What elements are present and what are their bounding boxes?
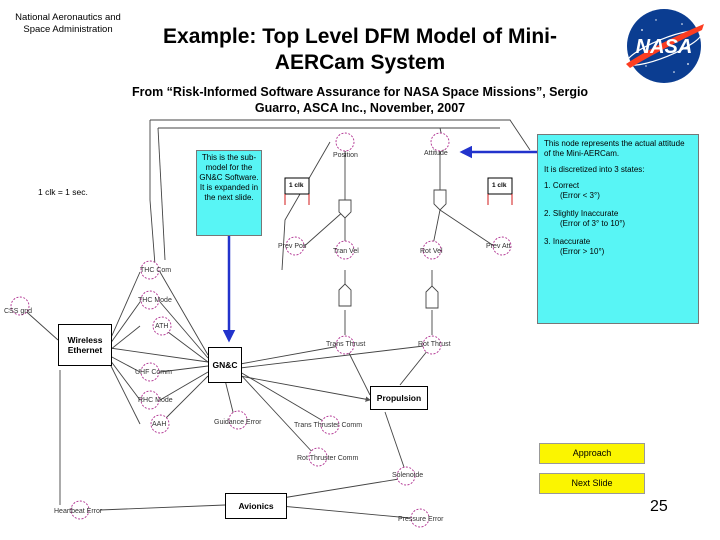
state-3: 3. Inaccurate (Error > 10°) xyxy=(544,237,692,257)
node-ath[interactable]: ATH xyxy=(155,323,169,330)
clk-tag-attitude: 1 clk xyxy=(492,182,507,189)
node-solenoid[interactable]: Solenoide xyxy=(392,472,424,479)
slide-subtitle: From “Risk-Informed Software Assurance f… xyxy=(80,84,640,116)
gnc-box[interactable]: GN&C xyxy=(208,347,242,383)
agency-name: National Aeronautics and Space Administr… xyxy=(4,12,132,36)
node-prev-pos[interactable]: Prev Pos xyxy=(278,243,307,250)
node-trans-thruster-comm[interactable]: Trans Thruster Comm xyxy=(294,422,363,429)
node-attitude[interactable]: Attitude xyxy=(424,150,448,157)
nasa-logo-text: NASA xyxy=(636,36,693,58)
node-heartbeat-error[interactable]: Heartbeat Error xyxy=(54,508,103,515)
node-rot-vel[interactable]: Rot Vel xyxy=(420,248,443,255)
gnc-submodel-note: This is the sub-model for the GN&C Softw… xyxy=(196,150,262,236)
state-3-name: 3. Inaccurate xyxy=(544,237,591,246)
agency-line-2: Space Administration xyxy=(23,24,113,35)
node-thc-mode[interactable]: THC Mode xyxy=(138,297,172,304)
node-tran-vel[interactable]: Tran Vel xyxy=(333,248,359,255)
approach-button[interactable]: Approach xyxy=(539,443,645,464)
attitude-note-states: It is discretized into 3 states: xyxy=(544,165,645,174)
node-trans-thrust[interactable]: Trans Thrust xyxy=(326,341,366,348)
clock-label: 1 clk = 1 sec. xyxy=(38,187,88,197)
state-2-range: (Error of 3° to 10°) xyxy=(560,219,626,228)
node-rhc-mode[interactable]: RHC Mode xyxy=(138,397,173,404)
state-2: 2. Slightly Inaccurate (Error of 3° to 1… xyxy=(544,209,692,229)
propulsion-box[interactable]: Propulsion xyxy=(370,386,428,410)
state-3-range: (Error > 10°) xyxy=(560,247,605,256)
state-2-name: 2. Slightly Inaccurate xyxy=(544,209,619,218)
node-css-gnd[interactable]: CSS gnd xyxy=(4,308,33,315)
attitude-note-intro: This node represents the actual attitude… xyxy=(544,139,685,158)
title-line-1: Example: Top Level DFM Model of Mini- xyxy=(163,25,557,48)
node-position[interactable]: Position xyxy=(333,152,358,159)
node-uhf-comm[interactable]: UHF Comm xyxy=(135,369,172,376)
node-rot-thrust[interactable]: Rot Thrust xyxy=(418,341,451,348)
state-1: 1. Correct (Error < 3°) xyxy=(544,181,692,201)
slide-title: Example: Top Level DFM Model of Mini- AE… xyxy=(130,24,590,76)
nasa-logo: NASA xyxy=(626,9,704,83)
page-number: 25 xyxy=(650,498,668,515)
subtitle-line-2: Guarro, ASCA Inc., November, 2007 xyxy=(254,101,466,115)
node-prev-att[interactable]: Prev Att xyxy=(486,243,511,250)
node-thc-com[interactable]: THC Com xyxy=(140,267,172,274)
state-1-name: 1. Correct xyxy=(544,181,580,190)
subtitle-line-1: From “Risk-Informed Software Assurance f… xyxy=(131,85,589,99)
avionics-box[interactable]: Avionics xyxy=(225,493,287,519)
agency-line-1: National Aeronautics and xyxy=(15,12,121,23)
next-slide-button[interactable]: Next Slide xyxy=(539,473,645,494)
node-rot-thruster-comm[interactable]: Rot Thruster Comm xyxy=(297,455,359,462)
clk-tag-position: 1 clk xyxy=(289,182,304,189)
node-pressure-error[interactable]: Pressure Error xyxy=(398,516,444,523)
state-1-range: (Error < 3°) xyxy=(560,191,600,200)
node-guidance-error[interactable]: Guidance Error xyxy=(214,419,262,426)
attitude-note: This node represents the actual attitude… xyxy=(537,134,699,324)
wireless-ethernet-box[interactable]: Wireless Ethernet xyxy=(58,324,112,366)
title-line-2: AERCam System xyxy=(274,51,446,74)
node-aah[interactable]: AAH xyxy=(152,421,167,428)
